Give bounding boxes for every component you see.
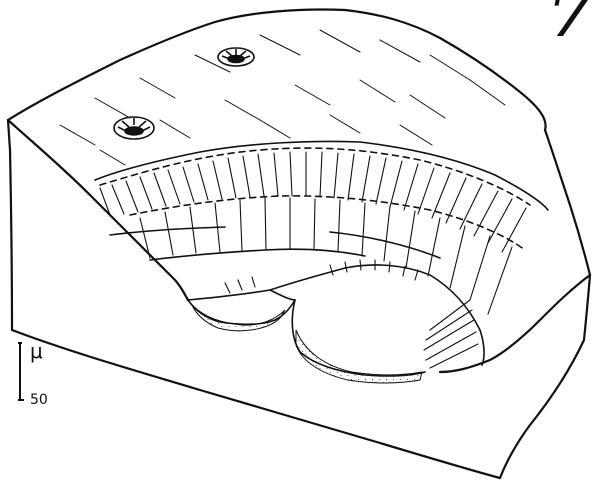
surface-striations (60, 30, 505, 165)
radial-ribs (100, 152, 526, 368)
crater-basin (95, 141, 548, 376)
pore-lower (114, 117, 154, 139)
block-outline (8, 10, 590, 479)
scale-unit-label: μ (30, 339, 43, 363)
plate-number: 7 (548, 0, 591, 51)
scale-value-label: 50 (30, 392, 48, 408)
sediment-fill (192, 305, 422, 383)
scale-bar (18, 343, 24, 400)
pore-upper (218, 48, 254, 66)
